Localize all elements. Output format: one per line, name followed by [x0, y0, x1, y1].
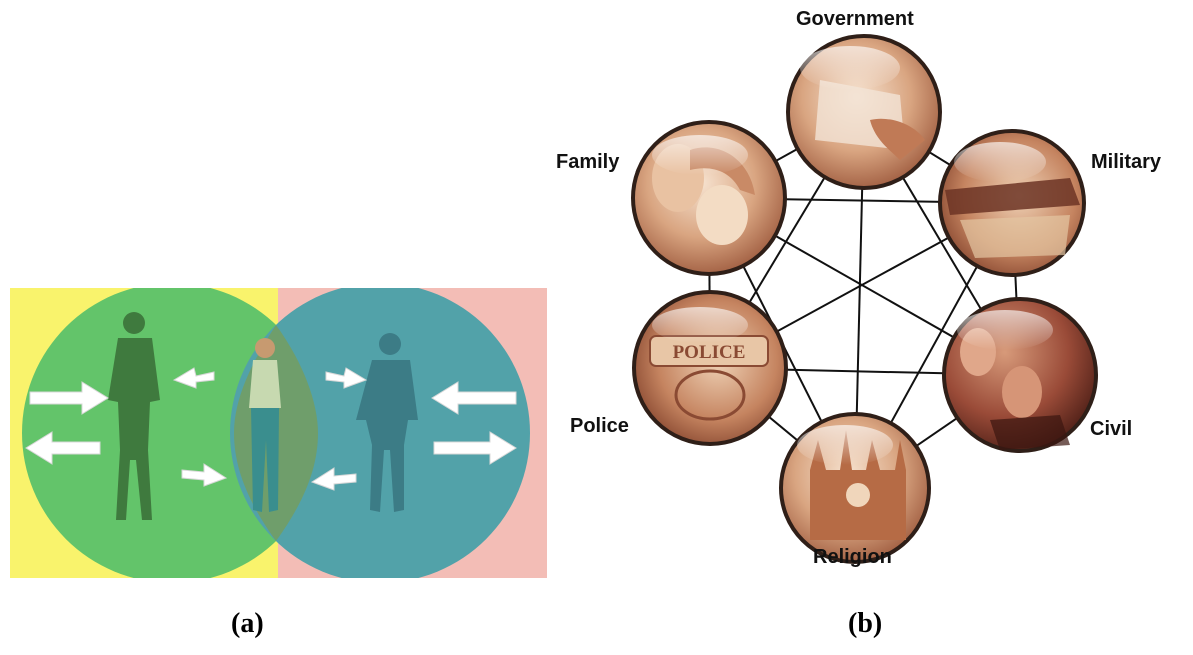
- label-government: Government: [796, 8, 914, 30]
- label-family: Family: [556, 151, 620, 173]
- arrow-to-center-2-icon: [310, 467, 357, 491]
- caption-b: (b): [848, 608, 883, 639]
- svg-text:POLICE: POLICE: [673, 342, 746, 363]
- label-military: Military: [1091, 151, 1162, 173]
- green-circle: [22, 288, 322, 578]
- node-police: POLICE: [632, 290, 788, 446]
- arrow-out-right-icon: [433, 431, 517, 465]
- label-police: Police: [570, 415, 629, 437]
- node-military: [938, 129, 1086, 277]
- venn-panel: [10, 288, 547, 578]
- caption-a: (a): [231, 608, 264, 639]
- person-right-figure: [356, 333, 418, 512]
- arrow-to-left-icon: [172, 367, 215, 389]
- arrow-in-left-icon: [29, 381, 109, 415]
- arrow-out-left-icon: [25, 431, 101, 465]
- arrow-to-center-icon: [181, 463, 228, 487]
- node-religion: [779, 412, 931, 564]
- node-government: [786, 34, 942, 190]
- arrows: [25, 367, 517, 491]
- network-panel: POLICE: [631, 34, 1098, 564]
- person-center-figure: [249, 338, 281, 512]
- arrow-to-right-icon: [325, 367, 368, 389]
- label-civil: Civil: [1090, 418, 1133, 440]
- node-family: [631, 120, 787, 276]
- label-religion: Religion: [813, 546, 892, 568]
- person-left-figure: [108, 312, 160, 520]
- node-civil: [942, 297, 1098, 453]
- arrow-in-right-icon: [431, 381, 517, 415]
